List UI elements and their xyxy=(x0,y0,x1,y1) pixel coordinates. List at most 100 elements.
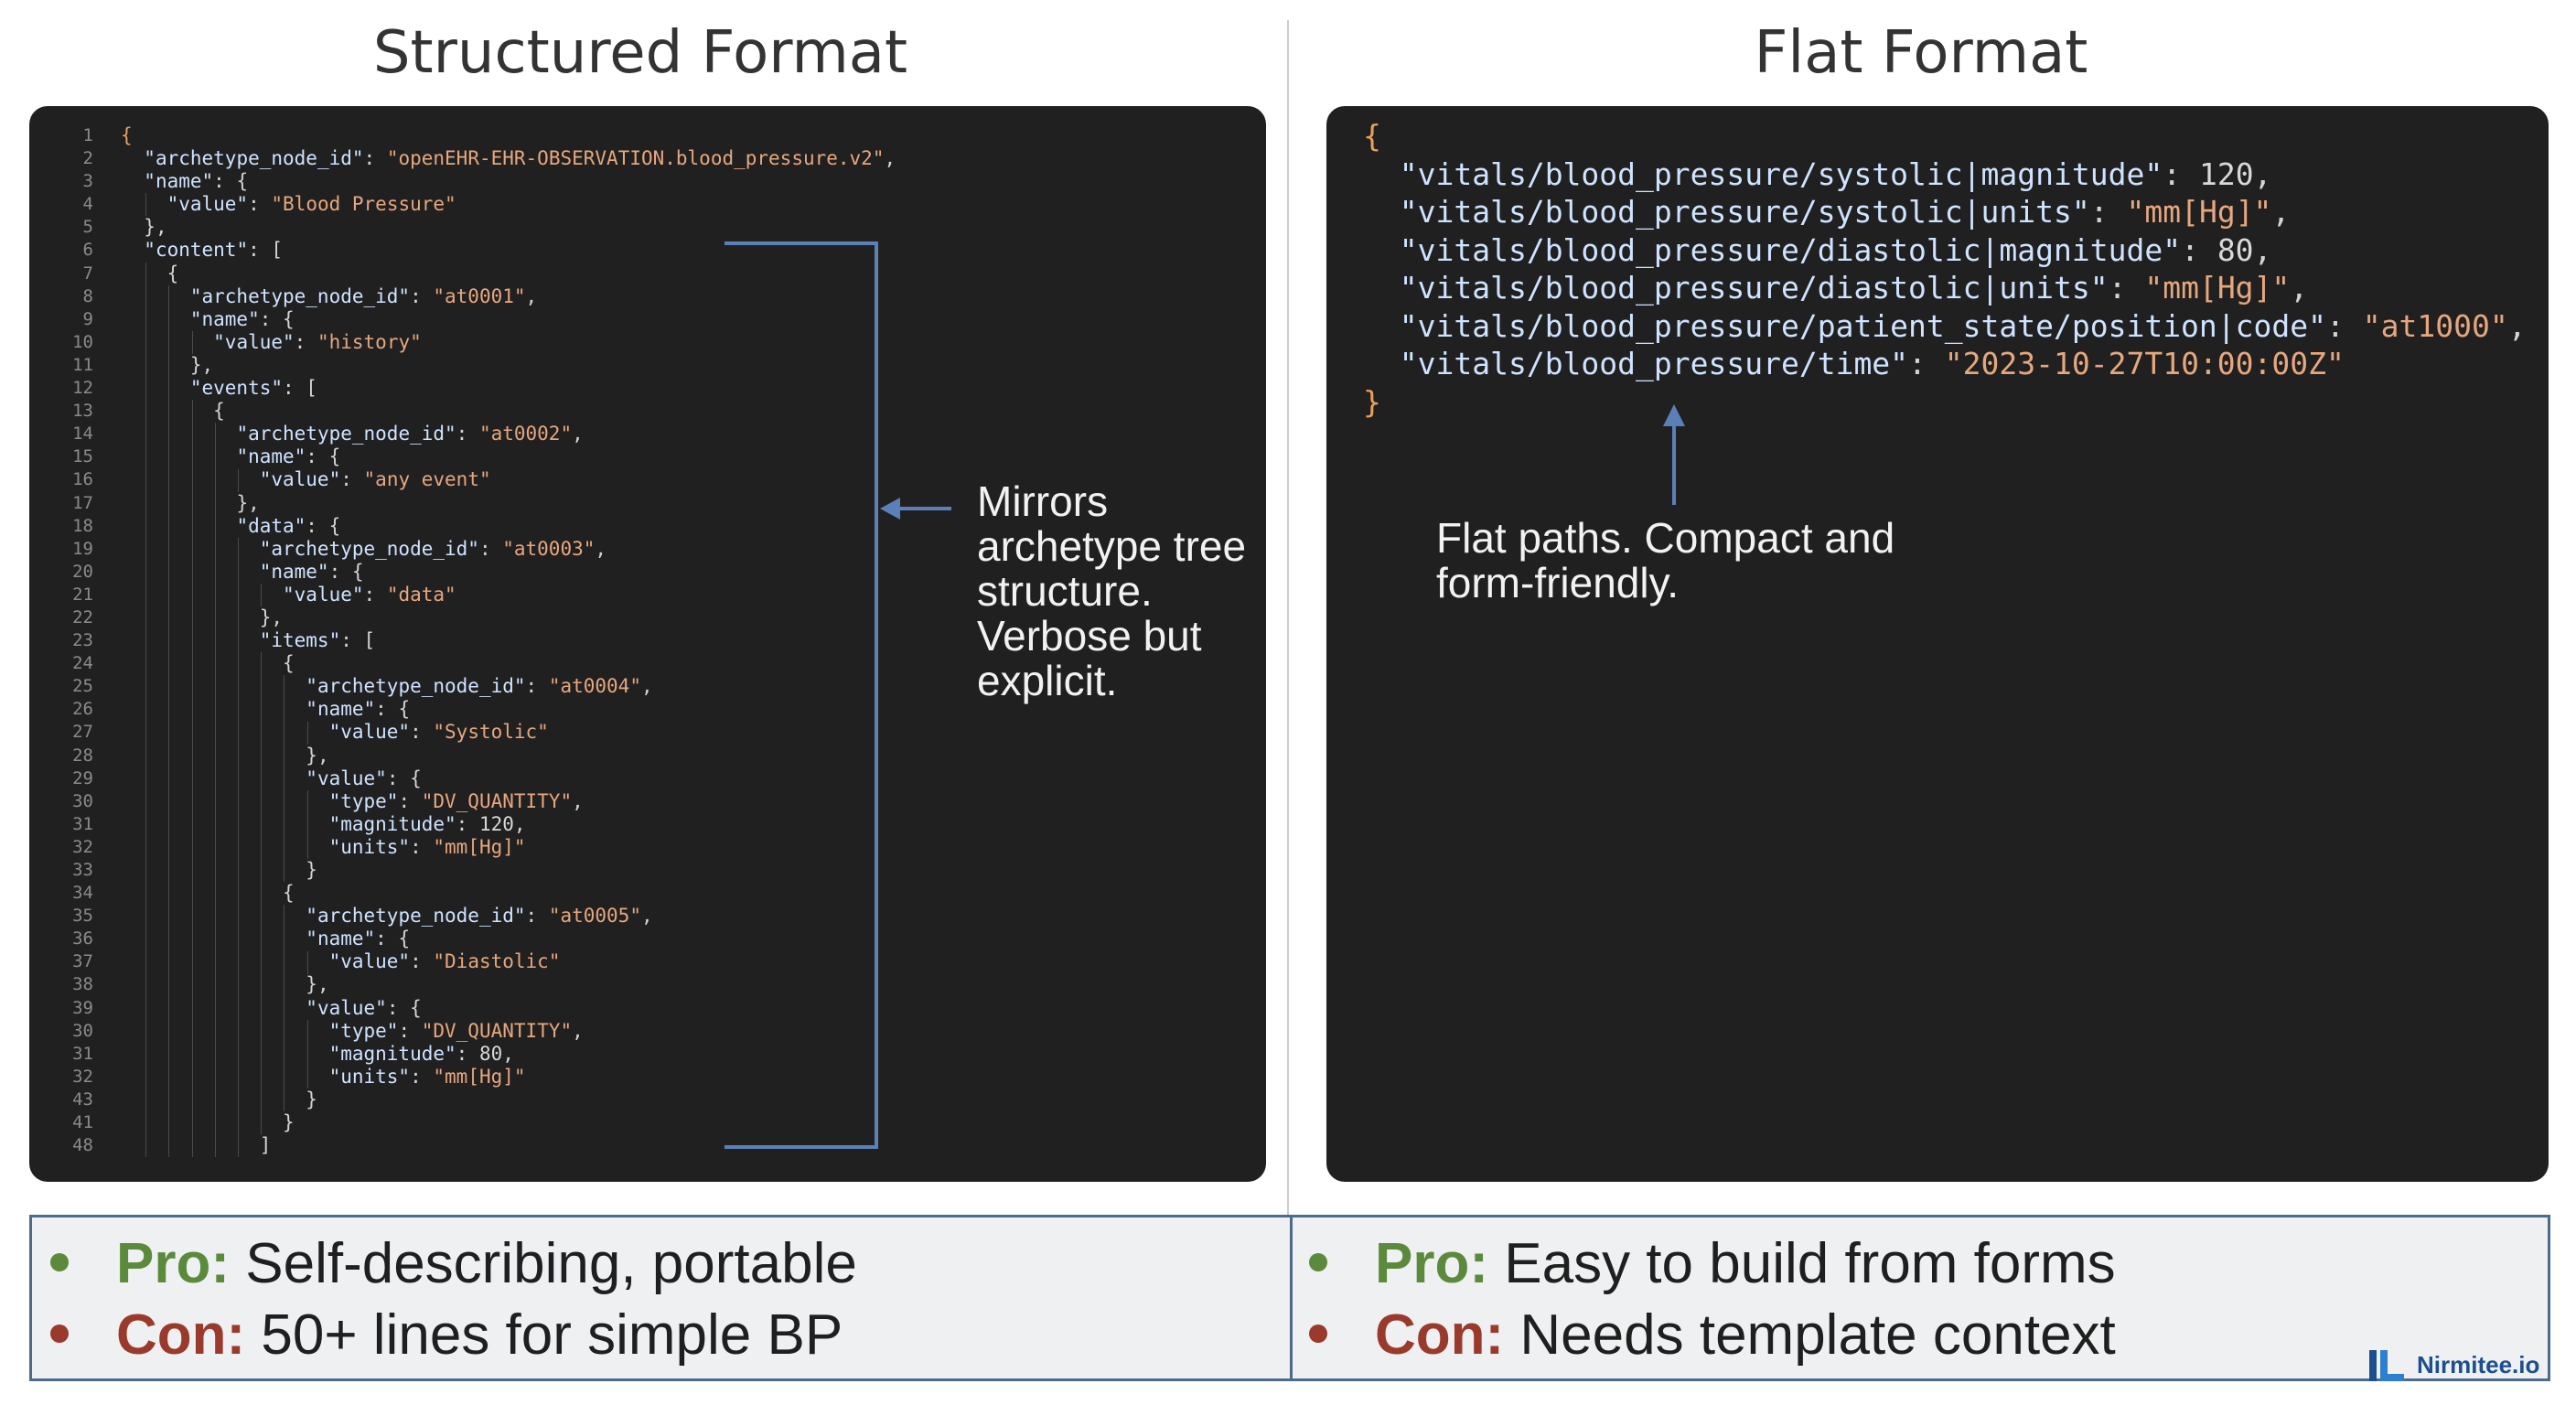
indent-guide xyxy=(306,789,308,860)
code-line: "type": "DV_QUANTITY", xyxy=(121,790,1248,813)
line-number: 32 xyxy=(72,836,93,857)
code-line: "vitals/blood_pressure/systolic|units": … xyxy=(1363,193,2539,231)
line-number: 24 xyxy=(72,653,93,674)
code-token: , xyxy=(572,789,584,812)
code-token: 120 xyxy=(2198,156,2254,192)
line-number: 2 xyxy=(82,148,93,169)
code-token: }, xyxy=(144,216,167,239)
code-line: "archetype_node_id": "at0003", xyxy=(121,538,1248,561)
code-token: : xyxy=(410,284,434,307)
code-line: "archetype_node_id": "at0001", xyxy=(121,285,1248,308)
line-number: 21 xyxy=(72,584,93,605)
nirmitee-logo-icon xyxy=(2369,1350,2404,1381)
code-line: "items": [ xyxy=(121,629,1248,652)
code-token: "value" xyxy=(283,583,364,606)
code-token: : xyxy=(410,1065,434,1088)
code-token: } xyxy=(1363,383,1381,420)
line-number: 18 xyxy=(72,515,93,536)
code-token: 80 xyxy=(2216,231,2254,268)
code-token: "at0004" xyxy=(548,675,641,698)
con-label: Con: xyxy=(1375,1303,1505,1367)
code-line: "type": "DV_QUANTITY", xyxy=(121,1020,1248,1043)
line-number: 14 xyxy=(72,424,93,445)
line-number: 41 xyxy=(72,1112,93,1133)
code-token: , xyxy=(502,1042,514,1065)
line-number: 13 xyxy=(72,401,93,422)
code-token: "2023-10-27T10:00:00Z" xyxy=(1944,346,2345,381)
code-token: "units" xyxy=(328,1065,411,1088)
line-number: 29 xyxy=(72,767,93,788)
code-token: "value" xyxy=(259,468,341,491)
pro-label: Pro: xyxy=(116,1232,230,1295)
line-number: 17 xyxy=(72,492,93,513)
code-line: } xyxy=(1363,383,2539,422)
code-token: "at0001" xyxy=(433,284,526,307)
code-token: } xyxy=(283,1111,295,1134)
code-token: : xyxy=(456,423,479,445)
indent-guide xyxy=(145,262,147,1158)
code-line: { xyxy=(121,124,1248,147)
line-number: 31 xyxy=(72,813,93,834)
code-line: { xyxy=(121,882,1248,905)
code-line: "events": [ xyxy=(121,377,1248,400)
code-line: "units": "mm[Hg]" xyxy=(121,836,1248,859)
left-con-row: Con: 50+ lines for simple BP xyxy=(50,1303,843,1367)
code-token: "at0005" xyxy=(548,905,641,928)
code-token: "name" xyxy=(144,170,214,193)
code-token: 80 xyxy=(478,1042,503,1065)
code-token: "events" xyxy=(189,377,284,400)
line-number: 34 xyxy=(72,883,93,904)
line-number: 39 xyxy=(72,997,93,1018)
code-token: { xyxy=(1363,118,1381,154)
structured-note: Mirrors archetype tree structure. Verbos… xyxy=(977,477,1247,704)
code-line: "value": "history" xyxy=(121,331,1248,354)
code-token: "data" xyxy=(386,583,456,606)
flat-note: Flat paths. Compact and form-friendly. xyxy=(1436,514,1895,606)
code-token: "at0002" xyxy=(478,423,573,445)
bullet-dot-icon xyxy=(1309,1324,1327,1343)
con-text: 50+ lines for simple BP xyxy=(261,1303,843,1367)
code-token: "name" xyxy=(306,928,376,950)
code-token: "type" xyxy=(328,789,399,812)
code-token: : xyxy=(525,675,549,698)
code-token: { xyxy=(283,882,295,905)
line-number: 26 xyxy=(72,699,93,720)
line-number: 3 xyxy=(82,171,93,192)
code-token: , xyxy=(640,675,653,698)
code-token: , xyxy=(640,905,653,928)
code-token: : xyxy=(478,537,503,560)
code-line: { xyxy=(1363,117,2539,156)
code-token: "name" xyxy=(189,307,260,330)
code-token: , xyxy=(2253,231,2272,268)
con-text: Needs template context xyxy=(1519,1303,2116,1367)
code-line: "value": "Blood Pressure" xyxy=(121,193,1248,216)
line-number: 38 xyxy=(72,974,93,995)
code-token: : xyxy=(525,905,549,928)
code-line: "content": [ xyxy=(121,239,1248,262)
code-token: , xyxy=(525,284,538,307)
code-token: "value" xyxy=(328,950,411,973)
code-token: , xyxy=(2290,270,2309,306)
indent-guide xyxy=(145,193,147,217)
code-token: , xyxy=(595,537,607,560)
line-number: 28 xyxy=(72,745,93,766)
code-token: : xyxy=(398,1019,422,1042)
code-line: "name": { xyxy=(121,561,1248,584)
line-number: 8 xyxy=(82,285,93,306)
code-token: ] xyxy=(259,1134,272,1157)
line-number: 15 xyxy=(72,446,93,467)
code-token: , xyxy=(572,1019,584,1042)
pro-label: Pro: xyxy=(1375,1232,1488,1295)
code-token: : [ xyxy=(283,377,317,400)
indent-guide xyxy=(306,721,308,745)
code-token: "Blood Pressure" xyxy=(271,193,456,216)
code-line: "name": { xyxy=(121,445,1248,468)
code-token: "vitals/blood_pressure/systolic|magnitud… xyxy=(1399,156,2163,192)
line-number: 48 xyxy=(72,1135,93,1156)
line-number: 9 xyxy=(82,308,93,329)
code-token: "history" xyxy=(317,330,422,353)
code-token: : { xyxy=(375,698,411,721)
code-token: }, xyxy=(306,744,329,767)
code-token: : xyxy=(294,330,317,353)
